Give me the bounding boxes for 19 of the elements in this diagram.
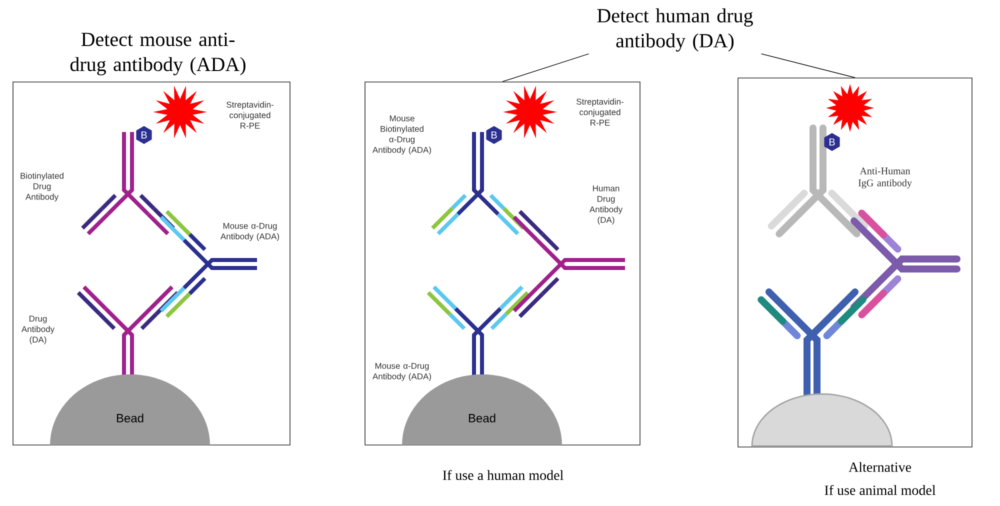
label: Streptavidin-conjugated R-PE <box>576 98 624 126</box>
label: Drug Antibody (DA) <box>21 316 55 344</box>
label: Anti-Human IgG antibody <box>858 168 912 188</box>
biotin-badge: B <box>824 133 840 151</box>
bead: Bead <box>50 374 210 445</box>
label: Mouse α-Drug Antibody (ADA) <box>220 222 279 242</box>
leader-line <box>760 53 856 78</box>
label: Mouse Biotinylated α-Drug Antibody (ADA) <box>372 115 431 155</box>
biotin-badge: B <box>136 126 152 144</box>
heading: Detect human drug antibody (DA) <box>597 8 753 52</box>
panel-label: If use a human model <box>442 470 564 480</box>
label: Human Drug Antibody (DA) <box>589 185 623 225</box>
panel-label: Alternative <box>848 462 912 472</box>
panel-label: If use animal model <box>824 485 936 495</box>
heading: Detect mouse anti-drug antibody (ADA) <box>70 32 246 76</box>
leader-line <box>502 53 590 82</box>
biotin-badge: B <box>486 126 502 144</box>
label: Biotinylated Drug Antibody <box>20 172 64 202</box>
label: Streptavidin-conjugated R-PE <box>226 101 274 129</box>
